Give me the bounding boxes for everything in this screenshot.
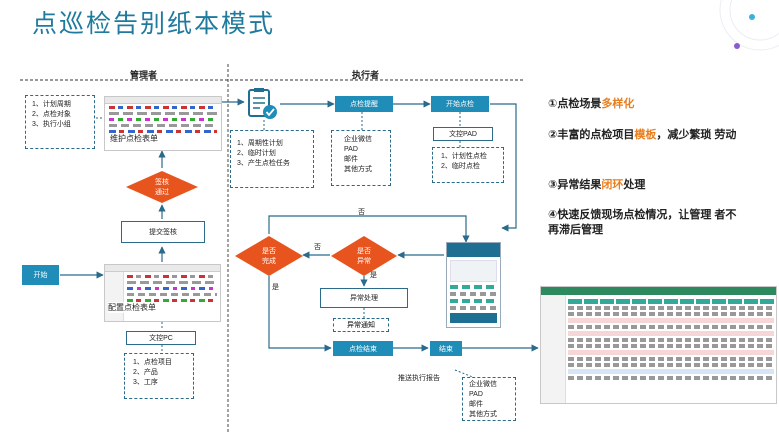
review-diamond-line1: 签核 [155,177,169,186]
benefit-3-post: 处理 [623,179,646,191]
benefit-3-highlight: 闭环 [601,179,624,191]
list-item: PAD [469,391,483,398]
dot-blue [749,14,755,20]
benefit-2-text: 丰富的点检项目 [557,129,635,141]
start-node: 开始 [22,265,59,285]
benefit-3-text: 异常结果 [557,179,602,191]
pad-screenshot [446,242,501,328]
list-item: 企业微信 [344,136,372,143]
report-screenshot [540,286,777,404]
list-item: 2、临时计划 [237,150,276,157]
abnormal-diamond: 是否 异常 [331,236,397,276]
list-item: 1、周期性计划 [237,140,283,147]
benefit-2-highlight: 模板 [634,129,657,141]
form-label: 维护点检表单 [110,133,158,144]
executor-plan-box: 1、周期性计划 2、临时计划 3、产生点检任务 [230,130,314,188]
dot-purple [734,43,740,49]
decorative-circles [719,0,779,51]
complete-diamond: 是否 完成 [235,236,303,276]
benefit-4: ④快速反馈现场点检情况，让管理 者不再滞后管理 [548,208,743,238]
list-item: 邮件 [469,401,483,408]
list-item: PAD [344,146,358,153]
review-diamond: 签核 通过 [126,171,198,203]
benefit-1-highlight: 多样化 [601,98,635,110]
complete-diamond-line2: 完成 [262,256,276,265]
doc-pc-label: 文控PC [126,331,196,345]
benefit-1-num: ① [548,98,558,110]
benefit-1-text: 点检场景 [557,98,602,110]
list-item: 邮件 [344,156,358,163]
pad-list-box: 1、计划性点检 2、临时点检 [432,147,504,183]
list-item: 3、产生点检任务 [237,160,290,167]
list-item: 2、临时点检 [441,163,480,170]
start-check-node: 开始点检 [431,96,489,112]
benefit-2-post: ，减少繁琐 劳动 [656,129,737,141]
submit-review-box: 提交签核 [121,221,205,243]
complete-diamond-line1: 是否 [262,247,276,255]
list-item: 其他方式 [469,411,497,418]
benefit-3: ③异常结果闭环处理 [548,178,743,193]
end-node: 结束 [430,341,462,356]
list-item: 2、产品 [133,369,158,376]
manager-plan-box: 1、计划周期 2、点检对象 3、执行小组 [25,95,95,149]
list-item: 企业微信 [469,381,497,388]
list-item: 3、工序 [133,379,158,386]
list-item: 2、点检对象 [32,111,71,118]
page-title: 点巡检告别纸本模式 [32,10,276,38]
benefit-3-num: ③ [548,179,558,191]
benefit-2-num: ② [548,129,558,141]
push-report-label: 推送执行报告 [398,375,440,382]
lane-manager: 管理者 [130,70,158,80]
list-item: 1、计划周期 [32,101,71,108]
check-end-node: 点检结束 [333,341,393,356]
abnormal-diamond-line1: 是否 [357,247,371,255]
list-item: 1、计划性点检 [441,153,487,160]
doc-pad-label: 文控PAD [433,127,493,141]
manager-item-box: 1、点检项目 2、产品 3、工序 [124,353,194,399]
notify-methods-box-2: 企业微信 PAD 邮件 其他方式 [462,377,516,421]
benefit-2: ②丰富的点检项目模板，减少繁琐 劳动 [548,128,743,143]
review-diamond-line2: 通过 [155,187,169,196]
list-item: 3、执行小组 [32,121,71,128]
config-label: 配置点检表单 [108,302,156,313]
flow-label-yes: 是 [370,272,377,279]
flow-label-no: 否 [358,209,365,216]
abnormal-diamond-line2: 异常 [357,256,371,265]
benefit-4-num: ④ [548,209,558,221]
notify-methods-box: 企业微信 PAD 邮件 其他方式 [331,130,391,186]
abnormal-handle-box: 异常处理 [320,288,408,308]
abnormal-notify-box: 异常通知 [333,318,389,332]
flow-label-no2: 否 [314,244,321,251]
reminder-node: 点检提醒 [335,96,393,112]
benefit-1: ①点检场景多样化 [548,97,743,112]
lane-executor: 执行者 [352,70,380,80]
flow-label-yes2: 是 [272,284,279,291]
list-item: 其他方式 [344,166,372,173]
checklist-icon [248,88,277,119]
config-screenshot [104,264,221,322]
benefit-4-text: 快速反馈现场点检情况，让管理 者不再滞后管理 [548,209,737,236]
list-item: 1、点检项目 [133,359,172,366]
